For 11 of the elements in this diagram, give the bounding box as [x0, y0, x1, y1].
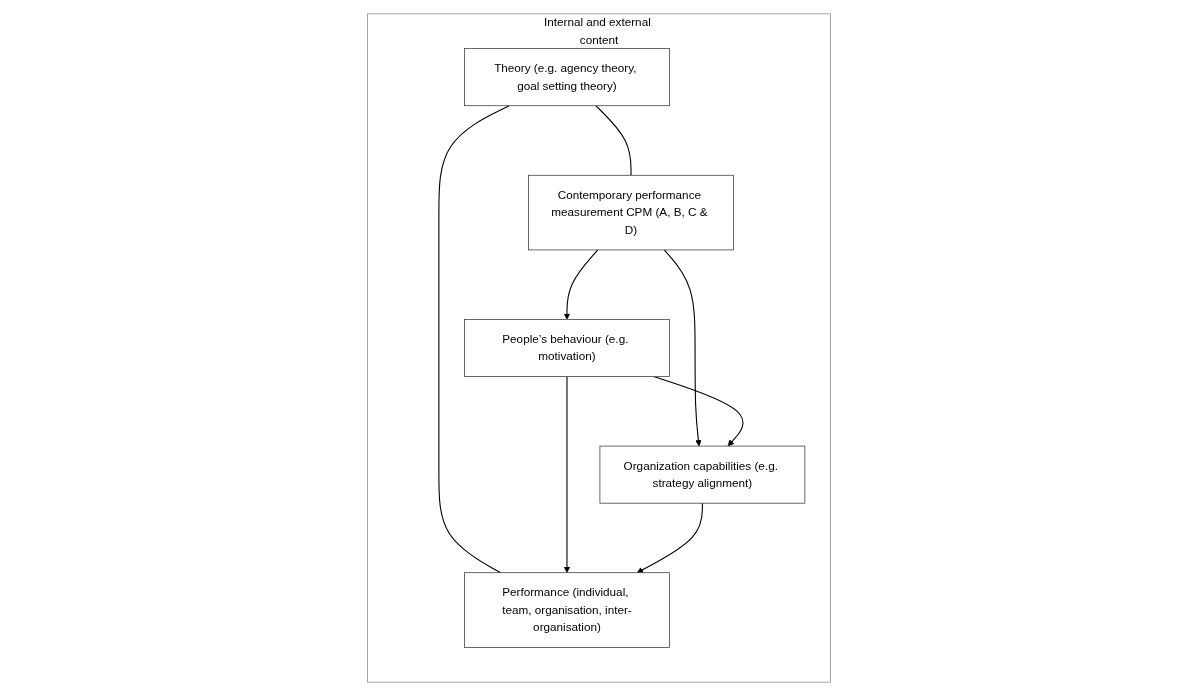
- node-box: Performance (individual, team, organisation, inter-organisation): [463, 572, 670, 648]
- node-box: People’s behaviour (e.g. motivation): [463, 319, 670, 377]
- connector: [594, 105, 632, 176]
- node-box: Theory (e.g. agency theory, goal setting theory): [463, 48, 670, 107]
- node-box: Organization capabilities (e.g. strategy alignment): [599, 445, 805, 504]
- arrow: [663, 249, 702, 447]
- node-box: Contemporary performance measurement CPM (A, B, C & D): [527, 174, 734, 251]
- arrow: [636, 502, 703, 573]
- arrow: [563, 249, 598, 320]
- arrow: [563, 376, 570, 573]
- connector: [437, 105, 510, 574]
